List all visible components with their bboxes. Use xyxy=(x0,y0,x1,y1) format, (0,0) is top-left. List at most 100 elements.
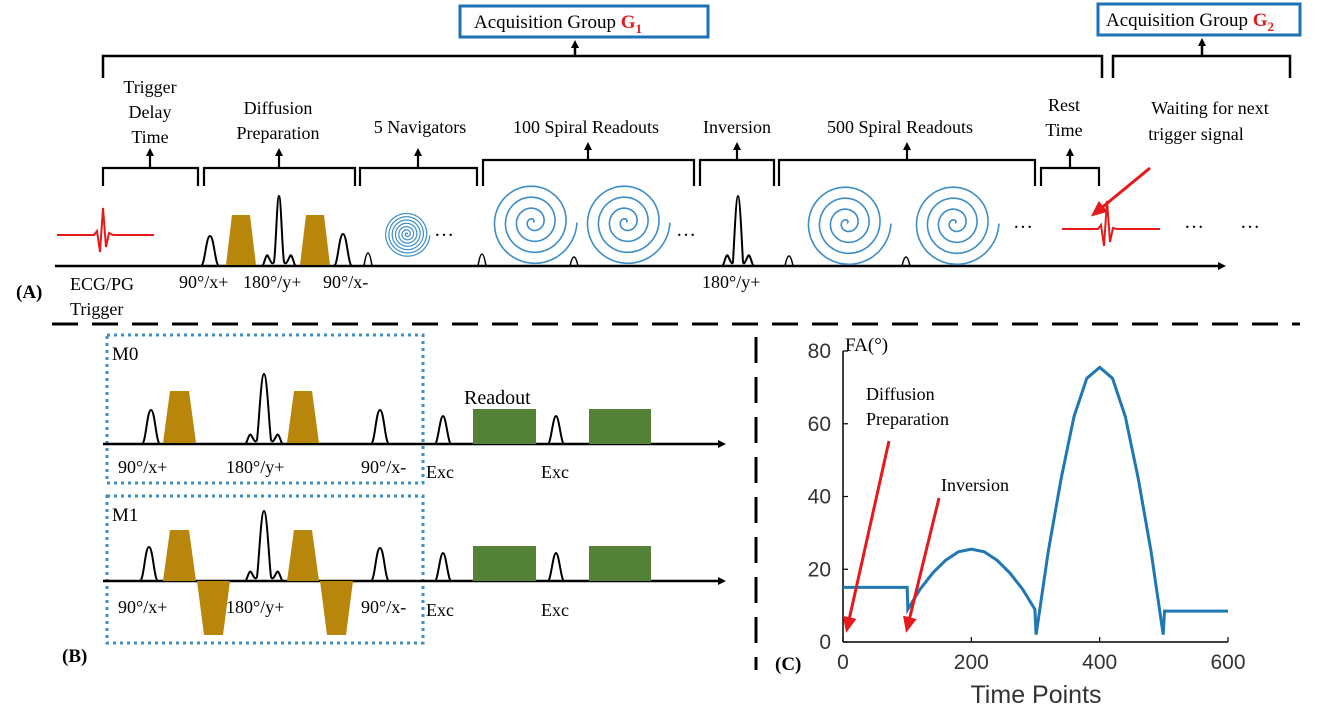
m1-gradient-2 xyxy=(287,530,319,581)
trigger-delay-label-3: Time xyxy=(131,127,168,147)
m0-readout-block-2 xyxy=(589,409,651,444)
panel-c-tag: (C) xyxy=(775,654,801,675)
y-tick-label: 20 xyxy=(808,558,831,581)
m0-rf-90x-minus xyxy=(370,408,390,445)
inversion-arrow xyxy=(903,497,941,633)
spiral-readout-icon xyxy=(493,185,578,265)
panel-a-tag: (A) xyxy=(16,282,42,303)
fa-curve-series xyxy=(843,365,1228,635)
annotation-diffusion-1: Diffusion xyxy=(866,384,935,404)
m0-readout-label: Readout xyxy=(464,387,531,409)
m1-readout-block-1 xyxy=(473,546,536,581)
m1-label-exc-1: Exc xyxy=(426,600,454,620)
panel-a: Acquisition Group G1 Acquisition Group G… xyxy=(16,2,1302,319)
pulse-label-180y: 180°/y+ xyxy=(243,272,301,292)
y-tick-label: 80 xyxy=(808,340,831,363)
y-axis-label: FA(°) xyxy=(845,335,888,356)
m1-rf-90x xyxy=(139,545,159,582)
ellipsis-spiral-500: … xyxy=(1013,211,1033,233)
ellipsis-navigators: … xyxy=(434,219,454,241)
m0-label-180y: 180°/y+ xyxy=(226,457,284,477)
inversion-pulse-label: 180°/y+ xyxy=(702,272,760,292)
group1-label: Acquisition Group G1 xyxy=(474,12,642,36)
y-tick-label: 60 xyxy=(808,413,831,436)
m0-exc-2 xyxy=(547,414,565,445)
waiting-label-2: trigger signal xyxy=(1148,124,1243,144)
next-trigger-ecg-icon xyxy=(1062,200,1160,247)
x-tick-label: 600 xyxy=(1210,651,1245,674)
spiral-500-label: 500 Spiral Readouts xyxy=(827,117,973,137)
rf-pulse-180y xyxy=(261,194,297,267)
annotation-inversion: Inversion xyxy=(941,475,1009,495)
m1-gradient-1 xyxy=(163,530,196,581)
y-tick-label: 40 xyxy=(808,486,831,509)
diffusion-arrow xyxy=(842,440,891,633)
m1-label-180y: 180°/y+ xyxy=(226,597,284,617)
group2-label: Acquisition Group G2 xyxy=(1106,10,1274,34)
m1-label-exc-2: Exc xyxy=(541,600,569,620)
group2-box xyxy=(1096,2,1302,37)
trigger-delay-label-2: Delay xyxy=(129,102,172,122)
m0-exc-1 xyxy=(434,414,452,445)
x-tick-label: 0 xyxy=(837,651,849,674)
m0-rf-90x xyxy=(141,408,161,445)
x-tick-label: 400 xyxy=(1082,651,1117,674)
m1-rf-180y xyxy=(244,509,284,582)
group1-box xyxy=(458,4,710,39)
spiral-100-label: 100 Spiral Readouts xyxy=(513,117,659,137)
panel-b-tag: (B) xyxy=(62,646,87,667)
ecg-label-2: Trigger xyxy=(70,299,123,319)
m1-label-90x-minus: 90°/x- xyxy=(361,597,406,617)
m0-gradient-1 xyxy=(163,391,196,443)
trigger-delay-label-1: Trigger xyxy=(123,77,176,97)
x-tick-label: 200 xyxy=(954,651,989,674)
m0-dotted-box xyxy=(105,333,425,485)
m1-exc-1 xyxy=(434,551,452,582)
group1-bracket xyxy=(101,40,1104,78)
m0-label-90x: 90°/x+ xyxy=(118,457,167,477)
m1-rf-90x-minus xyxy=(370,546,390,582)
navigator-spiral-icon xyxy=(384,212,431,257)
waiting-label-1: Waiting for next xyxy=(1151,98,1269,118)
m1-gradient-2-neg xyxy=(320,581,353,635)
ellipsis-trailing-2: … xyxy=(1240,211,1260,233)
m1-label-90x: 90°/x+ xyxy=(118,597,167,617)
panel-c: 0 200 400 600 0 20 40 60 80 FA(°) Time Points Di… xyxy=(775,335,1246,709)
ecg-label-1: ECG/PG xyxy=(70,274,134,294)
diffusion-prep-label-1: Diffusion xyxy=(244,98,313,118)
annotation-diffusion-2: Preparation xyxy=(866,409,949,429)
ecg-trigger-icon xyxy=(57,207,154,253)
rf-pulse-90x xyxy=(200,234,220,267)
segment-brackets xyxy=(101,142,1101,186)
plot-axes: 0 200 400 600 0 20 40 60 80 xyxy=(808,340,1246,674)
spiral-readout-icon xyxy=(586,185,671,265)
navigators-label: 5 Navigators xyxy=(374,117,466,137)
m0-rf-180y xyxy=(244,372,284,445)
group2-bracket xyxy=(1111,38,1292,78)
m0-title: M0 xyxy=(112,344,138,365)
m1-readout-block-2 xyxy=(589,546,651,581)
m0-label-exc-2: Exc xyxy=(541,462,569,482)
panel-b: M0 Readout 90°/x+ 180°/y+ 90°/x- Exc Exc… xyxy=(62,333,726,667)
m0-label-exc-1: Exc xyxy=(426,462,454,482)
ellipsis-trailing-1: … xyxy=(1184,211,1204,233)
y-tick-label: 0 xyxy=(819,631,831,654)
diffusion-gradient-2 xyxy=(300,215,330,265)
rest-time-label-1: Rest xyxy=(1048,95,1080,115)
diffusion-prep-label-2: Preparation xyxy=(237,123,320,143)
inversion-pulse xyxy=(721,194,755,267)
m0-gradient-2 xyxy=(287,391,319,443)
m0-readout-block-1 xyxy=(473,409,536,444)
waiting-arrow xyxy=(1090,166,1151,217)
m0-label-90x-minus: 90°/x- xyxy=(361,457,406,477)
inversion-label: Inversion xyxy=(703,117,771,137)
m1-title: M1 xyxy=(112,505,138,526)
pulse-label-90x-minus: 90°/x- xyxy=(323,272,368,292)
m1-gradient-1-neg xyxy=(197,581,230,635)
diffusion-gradient-1 xyxy=(226,215,256,265)
excitation-bumps xyxy=(363,252,911,267)
m1-exc-2 xyxy=(547,551,565,582)
spiral-readout-icon xyxy=(915,186,1000,266)
x-axis-label: Time Points xyxy=(970,681,1101,709)
